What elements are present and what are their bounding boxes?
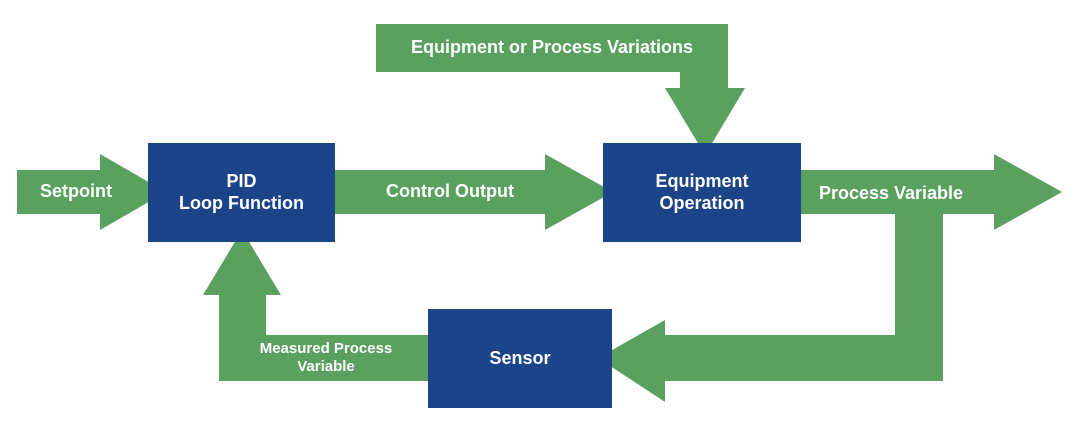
- process-variable-arrow: [598, 154, 1062, 402]
- control-output-label: Control Output: [360, 170, 540, 214]
- disturbance-label: Equipment or Process Variations: [376, 24, 728, 72]
- process-variable-label: Process Variable: [803, 172, 979, 216]
- measured-variable-arrow: [203, 230, 428, 381]
- disturbance-text: Equipment or Process Variations: [410, 37, 694, 58]
- setpoint-arrow: [17, 154, 166, 230]
- measured-text-line2: Variable: [297, 358, 355, 375]
- equipment-title: Equipment: [655, 170, 749, 191]
- equipment-subtitle: Operation: [659, 192, 745, 213]
- equipment-label: Equipment Operation: [603, 143, 801, 242]
- measured-text-line1: Measured Process: [259, 340, 393, 357]
- pid-box: [148, 143, 335, 242]
- setpoint-text: Setpoint: [40, 181, 112, 202]
- measured-variable-label: Measured Process Variable: [238, 335, 414, 381]
- control-output-arrow: [335, 154, 613, 230]
- sensor-label: Sensor: [428, 309, 612, 408]
- setpoint-label: Setpoint: [17, 170, 135, 214]
- sensor-text: Sensor: [489, 347, 551, 368]
- sensor-box: [428, 309, 612, 408]
- pid-title: PID: [226, 170, 257, 191]
- pid-label: PID Loop Function: [148, 143, 335, 242]
- disturbance-arrow: [376, 24, 745, 155]
- pid-subtitle: Loop Function: [179, 192, 304, 213]
- equipment-box: [603, 143, 801, 242]
- process-variable-text: Process Variable: [818, 183, 964, 204]
- control-output-text: Control Output: [386, 181, 514, 202]
